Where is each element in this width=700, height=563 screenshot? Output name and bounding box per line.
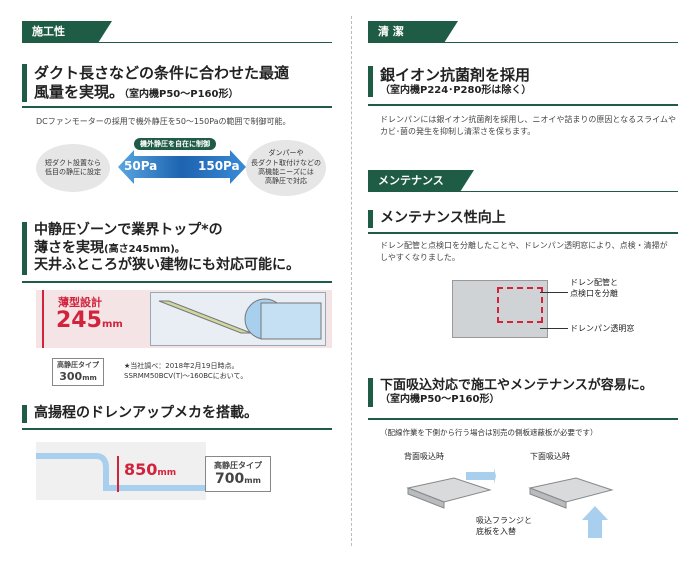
heading-line-2: （室内機P50〜P160形）	[380, 394, 500, 406]
value-number: 245	[56, 308, 102, 333]
heading-line-1: ダクト長さなどの条件に合わせた最適	[34, 64, 290, 82]
heading-maintenance: メンテナンス性向上	[368, 210, 678, 228]
pressure-range-arrow: 50Pa 150Pa	[118, 150, 246, 184]
oval-high-pressure: ダンパーや 長ダクト取付けなどの 高機能ニーズには 高静圧で対応	[246, 140, 326, 196]
heading-underline	[368, 232, 678, 234]
heading-thin-design: 中静圧ゾーンで業界トップ*の 薄さを実現(高さ245mm)。 天井ふところが狭い…	[22, 222, 342, 275]
heading-text: メンテナンス性向上	[380, 210, 506, 226]
label-bottom-intake: 下面吸込時	[530, 452, 570, 461]
pressure-high-value: 150Pa	[198, 159, 240, 173]
unit-cross-section	[150, 292, 326, 346]
heading-line-2: 風量を実現。	[34, 82, 125, 101]
callout-line	[540, 292, 568, 293]
heading-bottom-intake: 下面吸込対応で施工やメンテナンスが容易に。 （室内機P50〜P160形）	[368, 378, 688, 407]
heading-underline	[22, 281, 332, 283]
tag-underline	[368, 42, 678, 43]
compare-label: 高静圧タイプ	[57, 361, 99, 369]
heading-sub: （室内機P50〜P160形）	[124, 88, 239, 100]
oval-low-pressure: 短ダクト設置なら 低目の静圧に設定	[36, 144, 110, 192]
label-back-intake: 背面吸込時	[404, 452, 444, 461]
heading-line-2: （室内機P224･P280形は除く）	[380, 84, 532, 96]
body-maintenance: ドレン配管と点検口を分離したことや、ドレンパン透明窓により、点検・清掃が しやす…	[380, 241, 668, 262]
pressure-control-pill: 機外静圧を自在に制御	[134, 138, 216, 150]
heading-line-2: 薄さを実現	[34, 239, 104, 256]
compare-high-pressure-700: 高静圧タイプ 700mm	[205, 456, 271, 492]
thin-design-value: 245mm	[56, 308, 123, 333]
compare-high-pressure-300: 高静圧タイプ 300mm	[52, 358, 104, 386]
heading-duct-airflow: ダクト長さなどの条件に合わせた最適 風量を実現。（室内機P50〜P160形）	[22, 64, 332, 102]
callout-flange-swap: 吸込フランジと 底板を入替	[476, 516, 532, 536]
value-number: 700	[215, 471, 245, 487]
drain-window-highlight	[497, 287, 543, 323]
value-number: 300	[59, 370, 83, 384]
unit-photo	[452, 280, 548, 338]
section-tag-construction: 施工性	[22, 21, 112, 43]
heading-underline	[368, 104, 678, 106]
heading-underline	[22, 428, 332, 430]
note-wiring: （配線作業を下側から行う場合は別売の側板遮蔽板が必要です）	[380, 428, 598, 437]
tag-label: 清 潔	[378, 25, 404, 38]
footnote: ★当社調べ：2018年2月19日時点。 SSRMM50BCV(T)〜160BCに…	[124, 362, 248, 380]
value-unit: mm	[82, 374, 97, 383]
body-silver-ion: ドレンパンには銀イオン抗菌剤を採用し、ニオイや詰まりの原因となるスライムや カビ…	[380, 115, 676, 136]
thin-design-label: 薄型設計	[58, 296, 102, 309]
drain-diagram: 850mm	[36, 442, 206, 500]
callout-drain-separation: ドレン配管と 点検口を分離	[570, 278, 618, 298]
section-tag-maintenance: メンテナンス	[368, 170, 474, 192]
pressure-low-value: 50Pa	[124, 159, 158, 173]
heading-line-1: 銀イオン抗菌剤を採用	[380, 66, 531, 84]
bottom-intake-illustration	[526, 468, 618, 540]
tag-label: 施工性	[32, 25, 65, 38]
drain-height-value: 850mm	[124, 460, 176, 479]
column-divider	[351, 16, 352, 546]
heading-text: 高揚程のドレンアップメカを搭載。	[34, 405, 258, 421]
value-unit: mm	[244, 476, 261, 485]
tag-underline	[22, 42, 332, 43]
heading-line-3: 天井ふところが狭い建物にも対応可能に。	[34, 257, 300, 273]
value-number: 850	[124, 460, 158, 479]
tag-label: メンテナンス	[378, 174, 444, 187]
heading-drain-up: 高揚程のドレンアップメカを搭載。	[22, 405, 332, 423]
heading-silver-ion: 銀イオン抗菌剤を採用 （室内機P224･P280形は除く）	[368, 66, 678, 98]
back-intake-illustration	[404, 468, 496, 510]
body-dc-fan: DCファンモーターの採用で機外静圧を50〜150Paの範囲で制御可能。	[36, 117, 291, 126]
value-unit: mm	[101, 319, 123, 330]
heading-line-1: 下面吸込対応で施工やメンテナンスが容易に。	[380, 378, 653, 393]
section-tag-cleanliness: 清 潔	[368, 21, 458, 43]
value-unit: mm	[157, 468, 177, 478]
callout-drain-window: ドレンパン透明窓	[570, 324, 635, 333]
heading-underline	[22, 106, 332, 108]
heading-sub: (高さ245mm)。	[104, 243, 185, 255]
heading-underline	[368, 418, 678, 420]
heading-line-1: 中静圧ゾーンで業界トップ*の	[34, 222, 223, 238]
callout-line	[540, 328, 568, 329]
compare-label: 高静圧タイプ	[214, 461, 262, 470]
height-marker-line	[42, 290, 44, 348]
tag-underline	[368, 191, 678, 192]
